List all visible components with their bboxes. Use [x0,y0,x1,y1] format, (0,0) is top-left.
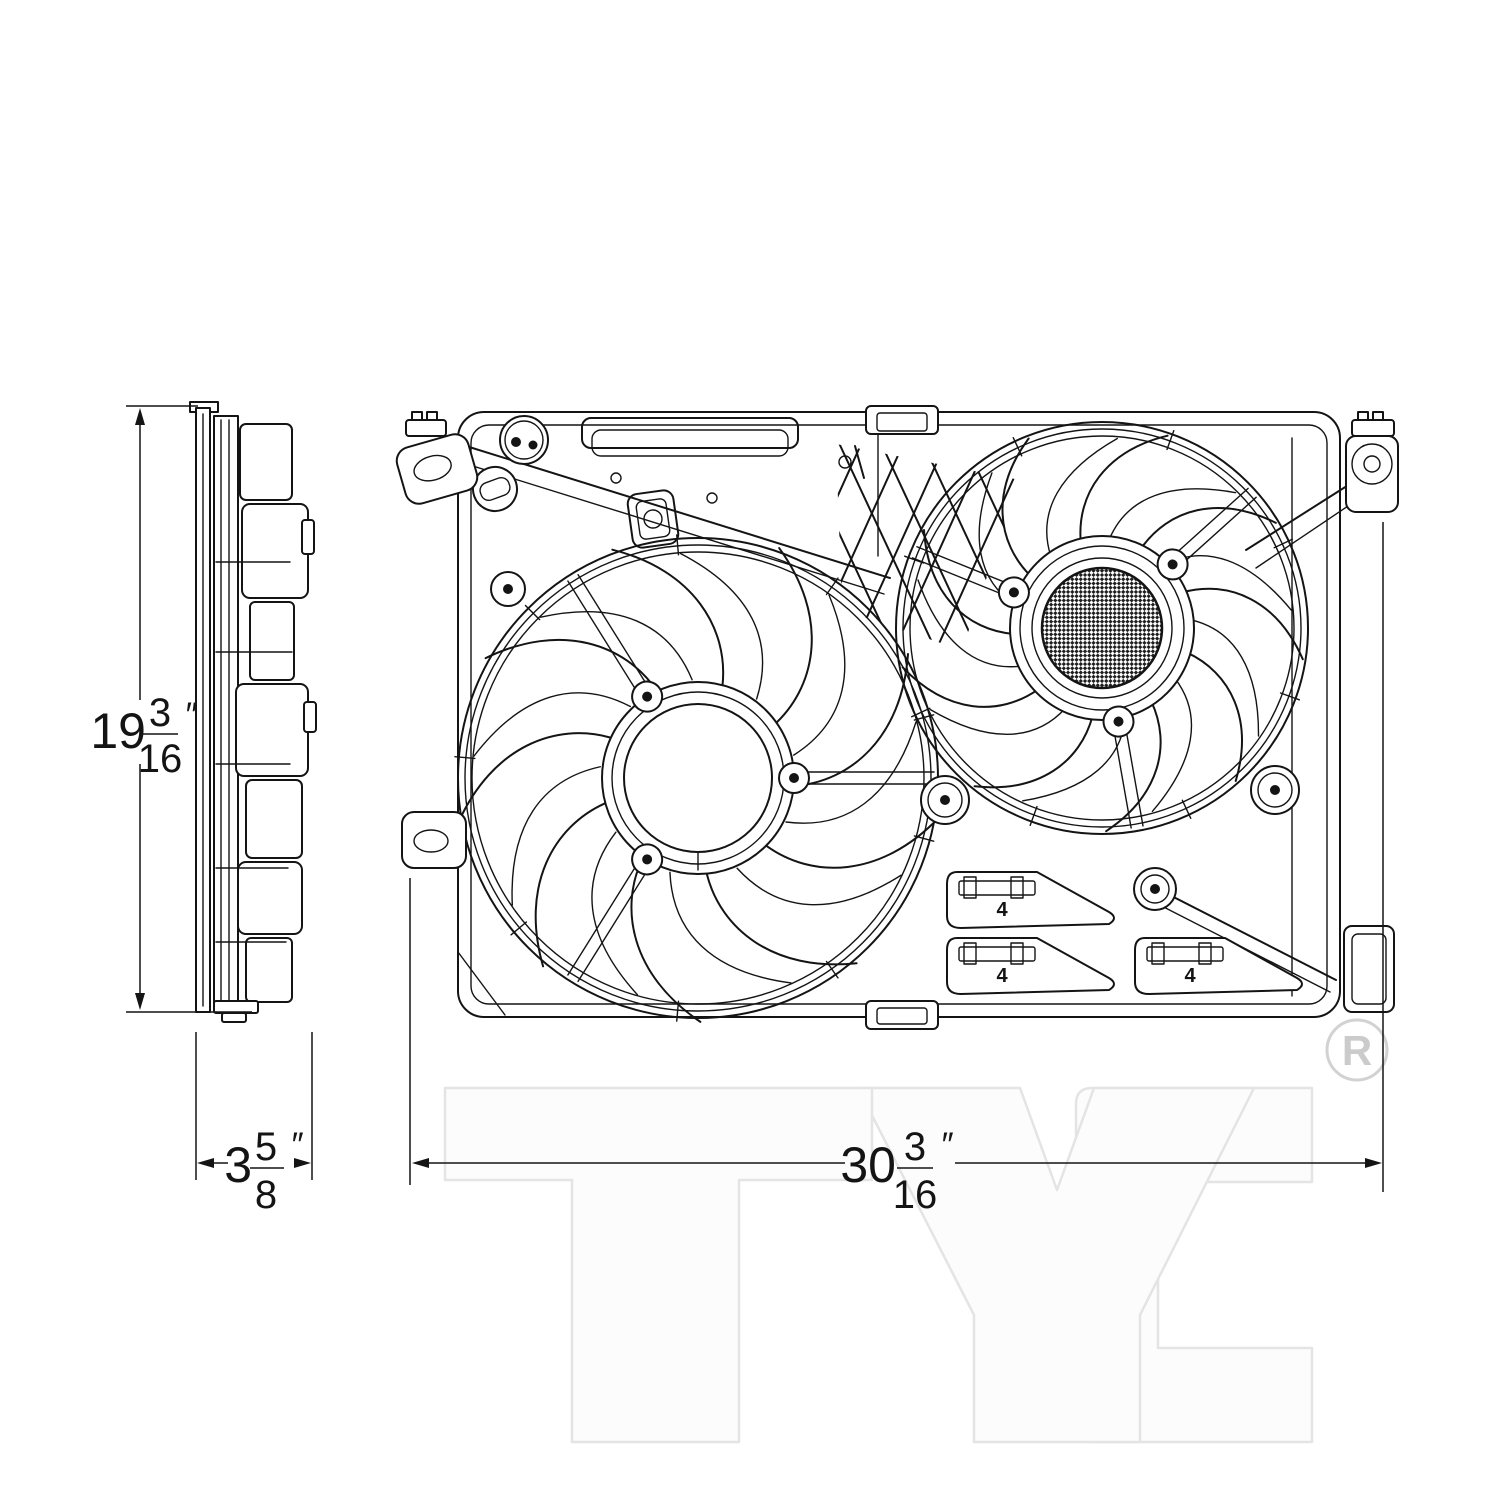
connector-block-1 [946,871,1115,929]
mounting-hardware [395,405,1399,1030]
left-fan-spokes [567,573,935,983]
right-fan-motor-hub [997,535,1195,738]
watermark-letter-t [443,1086,874,1444]
depth-dimension: 3 5 8 ″ [195,1032,313,1217]
rib-mark [854,445,865,479]
right-hub-boss [1156,548,1189,581]
registered-trademark-icon: R [1325,1018,1389,1082]
support-braces [459,445,1355,993]
mount-boss [1250,765,1300,815]
width-unit: ″ [940,1126,953,1164]
top-right-clip [1351,411,1395,437]
oval-slot-boss [472,466,518,512]
top-slot-opening [581,417,799,457]
height-whole: 19 [90,703,146,759]
pilot-hole [610,472,622,484]
top-left-clip [405,411,447,437]
height-numerator: 3 [149,691,171,735]
registered-letter: R [1342,1027,1372,1074]
connector-label-2: 4 [996,965,1008,987]
width-whole: 30 [840,1137,896,1193]
pilot-hole [706,492,718,504]
top-right-bracket [1345,435,1399,513]
front-view-shroud-frame [457,411,1355,1018]
left-fan-hub [601,680,810,876]
screw-boss [490,571,526,607]
top-left-bracket [395,433,479,505]
top-center-clip [865,405,939,435]
depth-unit: ″ [290,1126,303,1164]
right-hub-boss [1102,705,1135,738]
square-boss [626,489,680,549]
bottom-center-clip [865,1000,939,1030]
watermark-letter-y [856,1086,1256,1444]
tyc-watermark: TYC R [443,1018,1389,1444]
left-hub-boss [631,843,664,876]
connector-block-3 [1134,937,1303,995]
mid-left-tab [401,811,467,869]
right-fan-spokes [911,487,1257,829]
depth-whole: 3 [224,1137,252,1193]
right-fan [895,421,1309,835]
connector-block-2 [946,937,1115,995]
lattice-bracing [836,444,1020,650]
motor-mesh-grille [1040,566,1164,690]
side-view [189,401,317,1023]
shroud-details [472,415,1300,911]
height-unit: ″ [184,696,197,734]
connector-blocks: 4 4 4 [946,871,1303,995]
bottom-right-bracket [1343,925,1395,1013]
depth-denominator: 8 [255,1173,277,1217]
connector-label-1: 4 [996,899,1008,921]
width-denominator: 16 [893,1173,938,1217]
right-hub-boss [997,576,1030,609]
depth-numerator: 5 [255,1125,277,1169]
left-fan [454,534,940,1023]
mount-boss [1133,867,1177,911]
height-denominator: 16 [138,737,183,781]
left-hub-boss [631,680,664,713]
right-fan-rim-ticks [903,429,1301,827]
mount-boss [920,775,970,825]
two-hole-boss [499,415,549,465]
width-dimension: 30 3 16 ″ [409,522,1384,1217]
connector-label-3: 4 [1184,965,1196,987]
height-dimension: 19 3 16 ″ [90,405,252,1013]
pilot-hole [838,455,852,469]
left-hub-boss [778,762,810,794]
width-numerator: 3 [904,1125,926,1169]
